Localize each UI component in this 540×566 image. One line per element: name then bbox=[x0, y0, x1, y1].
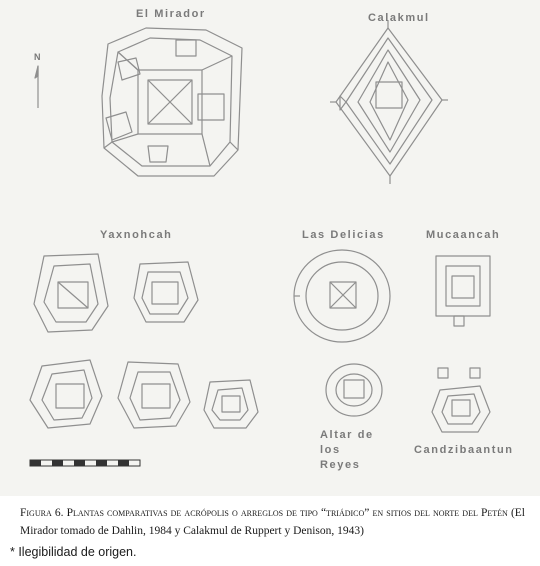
figure-panel: N El Mirador Calakmul Yaxnohcah Las Deli… bbox=[0, 0, 540, 496]
label-mucaancah: Mucaancah bbox=[426, 229, 501, 241]
caption-source: (El Mirador tomado de Dahlin, 1984 y Cal… bbox=[20, 507, 525, 537]
legibility-note: * Ilegibilidad de origen. bbox=[10, 545, 137, 559]
yaxnohcah-plans bbox=[29, 253, 259, 429]
candzibaantun-plan bbox=[431, 367, 491, 433]
label-altar-de-los-reyes: Altar de los Reyes bbox=[320, 429, 374, 471]
caption-text: Plantas comparativas de acrópolis o arre… bbox=[66, 507, 508, 519]
label-candzibaantun: Candzibaantun bbox=[414, 444, 514, 456]
las-delicias-plan bbox=[293, 249, 391, 343]
mucaancah-plan bbox=[435, 255, 491, 327]
label-las-delicias: Las Delicias bbox=[302, 229, 385, 241]
site-plans-drawing bbox=[29, 20, 491, 467]
label-calakmul: Calakmul bbox=[368, 12, 430, 24]
caption-label: Figura 6. bbox=[20, 507, 64, 519]
calakmul-plan bbox=[330, 20, 448, 184]
scale-bar bbox=[29, 459, 141, 467]
north-label: N bbox=[34, 52, 41, 62]
label-yaxnohcah: Yaxnohcah bbox=[100, 229, 173, 241]
north-arrow-icon bbox=[34, 65, 39, 108]
el-mirador-plan bbox=[101, 27, 243, 177]
figure-caption: Figura 6. Plantas comparativas de acrópo… bbox=[20, 504, 525, 540]
label-el-mirador: El Mirador bbox=[136, 8, 206, 20]
altar-de-los-reyes-plan bbox=[325, 363, 383, 417]
